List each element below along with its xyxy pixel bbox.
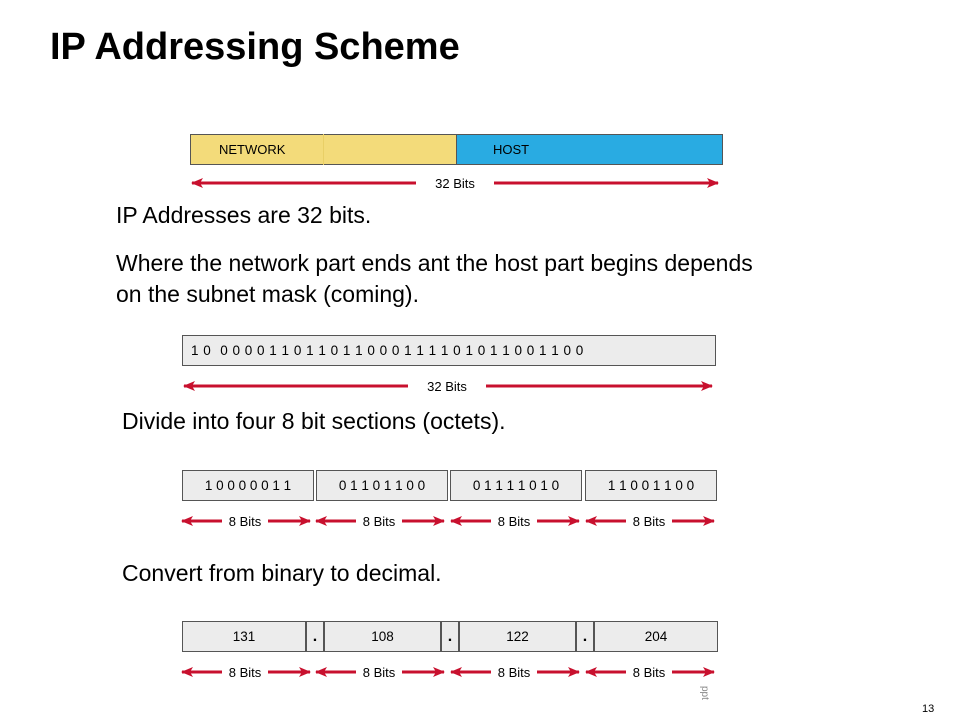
span-arrow-32-bits-top: 32 Bits xyxy=(191,176,719,191)
decimal-value-2: 108 xyxy=(371,629,394,644)
host-label: HOST xyxy=(493,142,530,157)
text-ip-32-bits: IP Addresses are 32 bits. xyxy=(116,202,372,228)
octet-box-4: 1 1 0 0 1 1 0 0 xyxy=(585,470,717,501)
span-label-8-bits: 8 Bits xyxy=(229,514,262,529)
decimal-box-4: 204 xyxy=(594,621,718,652)
octet-box-2: 0 1 1 0 1 1 0 0 xyxy=(316,470,448,501)
decimal-box-3: 122 xyxy=(459,621,576,652)
span-label-32-bits-top: 32 Bits xyxy=(435,176,475,191)
decimal-value-1: 131 xyxy=(232,629,256,644)
span-label-8-bits: 8 Bits xyxy=(498,665,531,680)
binary-address-box: 1 0 0 0 0 0 1 1 0 1 1 0 1 1 0 0 0 1 1 1 … xyxy=(182,335,716,366)
decimal-box-1: 131 xyxy=(182,621,306,652)
page-number: 13 xyxy=(922,703,935,715)
decimal-value-4: 204 xyxy=(644,629,668,644)
octet-value-3: 0 1 1 1 1 0 1 0 xyxy=(472,478,560,493)
text-convert-decimal: Convert from binary to decimal. xyxy=(122,560,442,586)
octet-box-1: 1 0 0 0 0 0 1 1 xyxy=(182,470,314,501)
text-network-host-line1: Where the network part ends ant the host… xyxy=(116,250,753,276)
decimal-dot-2: . xyxy=(441,621,459,652)
octet-value-1: 1 0 0 0 0 0 1 1 xyxy=(204,478,292,493)
dot-separator: . xyxy=(582,627,588,645)
span-label-8-bits: 8 Bits xyxy=(633,514,666,529)
network-segment-divider xyxy=(323,134,324,165)
octet-box-3: 0 1 1 1 1 0 1 0 xyxy=(450,470,582,501)
decimal-value-3: 122 xyxy=(506,629,529,644)
text-network-host-line2: on the subnet mask (coming). xyxy=(116,281,419,307)
span-arrows-8-bits-decimal: 8 Bits 8 Bits 8 Bits 8 Bits xyxy=(181,665,715,680)
decimal-dot-1: . xyxy=(306,621,324,652)
network-label: NETWORK xyxy=(219,142,286,157)
span-label-8-bits: 8 Bits xyxy=(633,665,666,680)
span-label-8-bits: 8 Bits xyxy=(498,514,531,529)
span-arrows-8-bits-octets: 8 Bits 8 Bits 8 Bits 8 Bits xyxy=(181,514,715,529)
slide-title: IP Addressing Scheme xyxy=(50,26,460,68)
decimal-dot-3: . xyxy=(576,621,594,652)
decimal-box-2: 108 xyxy=(324,621,441,652)
span-arrow-32-bits-binary: 32 Bits xyxy=(183,379,713,394)
dot-separator: . xyxy=(312,627,318,645)
span-label-8-bits: 8 Bits xyxy=(363,665,396,680)
octet-value-2: 0 1 1 0 1 1 0 0 xyxy=(338,478,426,493)
span-label-8-bits: 8 Bits xyxy=(229,665,262,680)
host-segment: HOST xyxy=(456,134,723,165)
text-octets: Divide into four 8 bit sections (octets)… xyxy=(122,408,506,434)
span-label-32-bits-binary: 32 Bits xyxy=(427,379,467,394)
dot-separator: . xyxy=(447,627,453,645)
span-label-8-bits: 8 Bits xyxy=(363,514,396,529)
octet-value-4: 1 1 0 0 1 1 0 0 xyxy=(607,478,695,493)
watermark: ppt xyxy=(699,686,710,700)
binary-bits: 1 0 0 0 0 0 1 1 0 1 1 0 1 1 0 0 0 1 1 1 … xyxy=(191,343,584,358)
